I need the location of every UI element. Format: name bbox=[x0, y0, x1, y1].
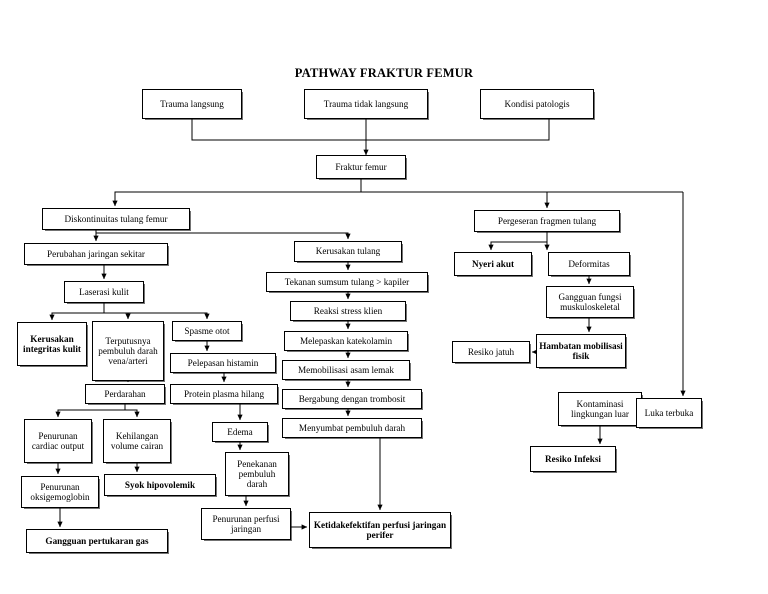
node-fraktur_femur[interactable]: Fraktur femur bbox=[316, 155, 406, 179]
node-label: Penurunan cardiac output bbox=[31, 430, 85, 451]
node-label: Bergabung dengan trombosit bbox=[298, 393, 406, 404]
node-label: Perubahan jaringan sekitar bbox=[47, 248, 145, 259]
node-diskontinuitas[interactable]: Diskontinuitas tulang femur bbox=[42, 208, 190, 230]
node-hambatan_mobilisasi[interactable]: Hambatan mobilisasi fisik bbox=[536, 334, 626, 368]
node-edema[interactable]: Edema bbox=[212, 422, 268, 442]
node-label: Penurunan perfusi jaringan bbox=[212, 513, 280, 534]
node-label: Tekanan sumsum tulang > kapiler bbox=[284, 276, 410, 287]
node-label: Nyeri akut bbox=[471, 258, 515, 269]
node-kerusakan_integritas[interactable]: Kerusakan integritas kulit bbox=[17, 322, 87, 366]
edge-perdarahan-to-kehilangan bbox=[125, 409, 140, 418]
node-resiko_infeksi[interactable]: Resiko Infeksi bbox=[530, 446, 616, 472]
node-perdarahan[interactable]: Perdarahan bbox=[85, 384, 165, 404]
node-tekanan_sumsum[interactable]: Tekanan sumsum tulang > kapiler bbox=[266, 272, 428, 292]
node-reaksi_stress[interactable]: Reaksi stress klien bbox=[290, 301, 406, 321]
node-label: Fraktur femur bbox=[335, 161, 387, 172]
node-label: Terputusnya pembuluh darah vena/arteri bbox=[98, 335, 158, 367]
edge-perdarahan-to-cardiac bbox=[55, 404, 126, 418]
node-memobilisasi_asam[interactable]: Memobilisasi asam lemak bbox=[282, 360, 410, 380]
edge-laserasi-to-kerusakan-integritas bbox=[49, 303, 105, 321]
node-pelepasan_histamin[interactable]: Pelepasan histamin bbox=[170, 353, 276, 373]
node-menyumbat_pembuluh[interactable]: Menyumbat pembuluh darah bbox=[282, 418, 422, 438]
node-laserasi_kulit[interactable]: Laserasi kulit bbox=[64, 281, 144, 303]
node-label: Penurunan oksigemoglobin bbox=[30, 481, 90, 502]
node-label: Kontaminasi lingkungan luar bbox=[571, 398, 629, 419]
node-syok_hipovolemik[interactable]: Syok hipovolemik bbox=[104, 474, 216, 496]
node-label: Gangguan pertukaran gas bbox=[45, 535, 149, 546]
node-label: Kondisi patologis bbox=[504, 98, 570, 109]
node-label: Trauma tidak langsung bbox=[323, 98, 409, 109]
node-kehilangan_volume[interactable]: Kehilangan volume cairan bbox=[103, 419, 171, 463]
node-label: Resiko Infeksi bbox=[545, 453, 601, 464]
edge-fraktur-to-diskontinuitas bbox=[112, 179, 362, 207]
node-resiko_jatuh[interactable]: Resiko jatuh bbox=[452, 341, 530, 363]
node-label: Diskontinuitas tulang femur bbox=[64, 213, 168, 224]
node-protein_plasma[interactable]: Protein plasma hilang bbox=[170, 384, 278, 404]
node-trauma_langsung[interactable]: Trauma langsung bbox=[142, 89, 242, 119]
node-label: Protein plasma hilang bbox=[183, 388, 265, 399]
node-label: Hambatan mobilisasi fisik bbox=[539, 340, 623, 361]
node-terputusnya_pembuluh[interactable]: Terputusnya pembuluh darah vena/arteri bbox=[92, 321, 164, 381]
edge-laserasi-to-spasme bbox=[52, 312, 210, 320]
node-trauma_tidak_langsung[interactable]: Trauma tidak langsung bbox=[304, 89, 428, 119]
node-nyeri_akut[interactable]: Nyeri akut bbox=[454, 252, 532, 276]
node-label: Resiko jatuh bbox=[467, 346, 515, 357]
node-spasme_otot[interactable]: Spasme otot bbox=[172, 321, 242, 341]
node-label: Kerusakan integritas kulit bbox=[23, 333, 81, 354]
node-perubahan_jaringan[interactable]: Perubahan jaringan sekitar bbox=[24, 243, 168, 265]
node-melepaskan_katekolamin[interactable]: Melepaskan katekolamin bbox=[284, 331, 408, 351]
node-label: Memobilisasi asam lemak bbox=[298, 364, 394, 375]
node-kondisi_patologis[interactable]: Kondisi patologis bbox=[480, 89, 594, 119]
node-label: Luka terbuka bbox=[644, 407, 694, 418]
node-penekanan_pembuluh[interactable]: Penekanan pembuluh darah bbox=[225, 452, 289, 496]
node-ketidakefektifan[interactable]: Ketidakefektifan perfusi jaringan perife… bbox=[309, 512, 451, 548]
node-label: Laserasi kulit bbox=[79, 286, 129, 297]
node-gangguan_pertukaran[interactable]: Gangguan pertukaran gas bbox=[26, 529, 168, 553]
node-label: Ketidakefektifan perfusi jaringan perife… bbox=[313, 519, 447, 540]
node-label: Deformitas bbox=[568, 258, 610, 269]
node-label: Kerusakan tulang bbox=[315, 246, 381, 257]
node-label: Melepaskan katekolamin bbox=[299, 335, 393, 346]
edge-diskontinuitas-to-kerusakan-tulang bbox=[95, 230, 351, 240]
node-label: Kehilangan volume cairan bbox=[110, 430, 164, 451]
node-kontaminasi[interactable]: Kontaminasi lingkungan luar bbox=[558, 392, 642, 426]
page-title: PATHWAY FRAKTUR FEMUR bbox=[294, 66, 474, 80]
edge-trauma-bus bbox=[191, 119, 550, 141]
node-penurunan_oksigemoglobin[interactable]: Penurunan oksigemoglobin bbox=[21, 476, 99, 508]
node-label: Pergeseran fragmen tulang bbox=[497, 215, 597, 226]
node-gangguan_fungsi[interactable]: Gangguan fungsi muskuloskeletal bbox=[546, 286, 634, 318]
node-label: Reaksi stress klien bbox=[313, 305, 383, 316]
edge-pergeseran-to-nyeri bbox=[488, 232, 548, 251]
node-label: Perdarahan bbox=[104, 388, 146, 399]
node-label: Menyumbat pembuluh darah bbox=[298, 422, 406, 433]
node-luka_terbuka[interactable]: Luka terbuka bbox=[636, 398, 702, 428]
node-label: Trauma langsung bbox=[160, 98, 224, 109]
node-label: Gangguan fungsi muskuloskeletal bbox=[558, 291, 622, 312]
node-label: Edema bbox=[227, 426, 253, 437]
node-penurunan_perfusi[interactable]: Penurunan perfusi jaringan bbox=[201, 508, 291, 540]
node-penurunan_cardiac[interactable]: Penurunan cardiac output bbox=[24, 419, 92, 463]
node-label: Syok hipovolemik bbox=[124, 479, 196, 490]
node-bergabung_trombosit[interactable]: Bergabung dengan trombosit bbox=[282, 389, 422, 409]
node-kerusakan_tulang[interactable]: Kerusakan tulang bbox=[294, 241, 402, 262]
node-label: Penekanan pembuluh darah bbox=[237, 458, 277, 490]
node-label: Spasme otot bbox=[184, 325, 230, 336]
node-deformitas[interactable]: Deformitas bbox=[548, 252, 630, 276]
node-label: Pelepasan histamin bbox=[187, 357, 259, 368]
node-pergeseran_fragmen[interactable]: Pergeseran fragmen tulang bbox=[474, 210, 620, 232]
